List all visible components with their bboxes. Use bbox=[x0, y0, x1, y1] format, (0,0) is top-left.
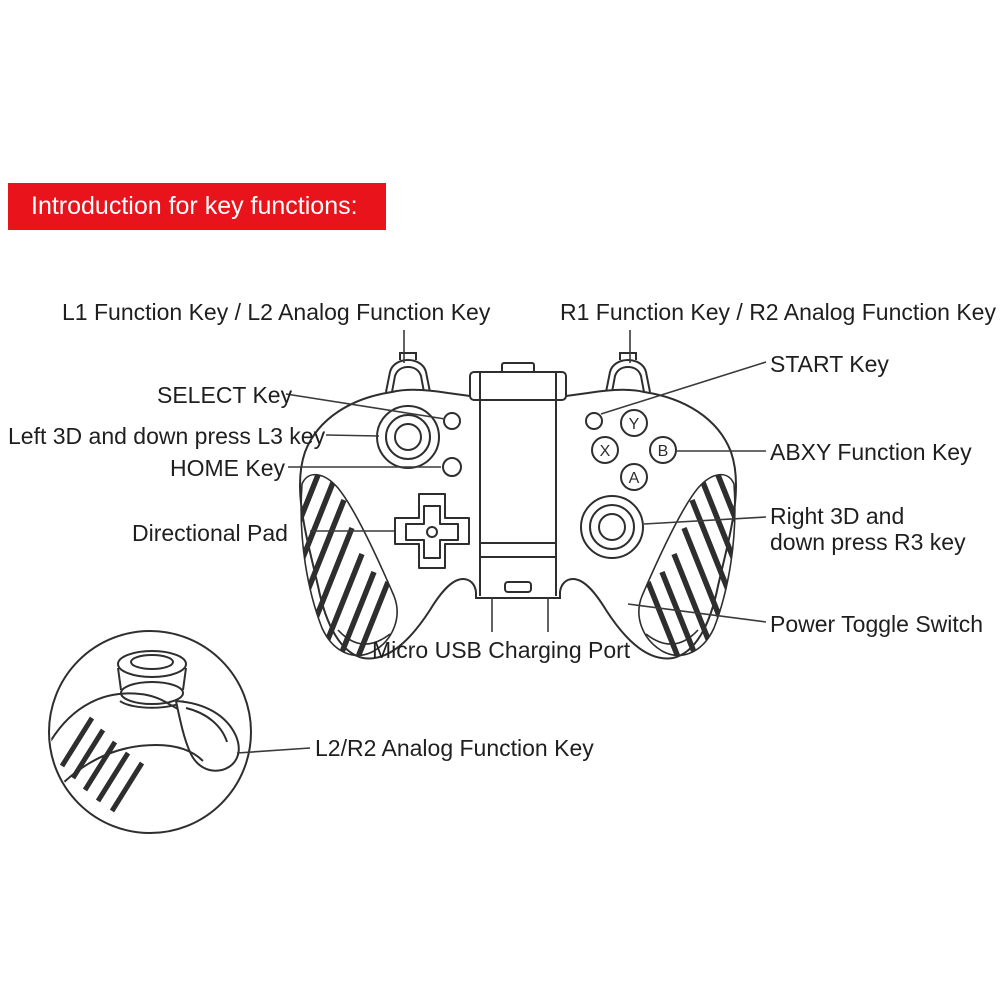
leader-right-3d bbox=[643, 516, 767, 525]
zoom-inset-art bbox=[51, 650, 240, 813]
label-power-switch: Power Toggle Switch bbox=[770, 611, 984, 637]
left-handle-seam bbox=[337, 629, 391, 645]
label-right-3d-r3: Right 3D and down press R3 key bbox=[770, 503, 966, 556]
leader-l2-r2 bbox=[236, 747, 311, 754]
label-start-key: START Key bbox=[770, 351, 889, 377]
left-stick-icon bbox=[376, 405, 440, 469]
a-button-icon bbox=[620, 463, 648, 491]
b-button-letter: B bbox=[658, 443, 669, 460]
right-handle-seam bbox=[645, 629, 699, 645]
inset-grip-texture bbox=[59, 716, 145, 813]
y-button-letter: Y bbox=[629, 416, 640, 433]
center-console bbox=[479, 400, 557, 596]
leader-power bbox=[627, 603, 767, 623]
a-button-letter: A bbox=[629, 470, 640, 487]
leader-lines bbox=[236, 330, 767, 754]
label-dpad: Directional Pad bbox=[132, 520, 288, 546]
leader-left-3d bbox=[325, 434, 380, 437]
label-l2-r2-key: L2/R2 Analog Function Key bbox=[315, 735, 594, 761]
phone-mount-bracket bbox=[469, 362, 567, 401]
label-right-3d-line2: down press R3 key bbox=[770, 529, 966, 556]
left-trigger-icon bbox=[385, 352, 431, 393]
controller-body bbox=[299, 388, 737, 660]
label-usb-port: Micro USB Charging Port bbox=[372, 637, 631, 663]
page-title: Introduction for key functions: bbox=[31, 192, 358, 220]
b-button-icon bbox=[649, 436, 677, 464]
label-r1-r2-key: R1 Function Key / R2 Analog Function Key bbox=[560, 299, 996, 325]
dpad-icon bbox=[394, 493, 470, 569]
leader-select bbox=[285, 393, 446, 420]
controller-art: Y X B A bbox=[299, 352, 737, 660]
right-stick-icon bbox=[580, 495, 644, 559]
leader-start bbox=[600, 361, 767, 415]
label-right-3d-line1: Right 3D and bbox=[770, 503, 905, 529]
x-button-letter: X bbox=[600, 443, 611, 460]
micro-usb-port bbox=[504, 581, 532, 593]
label-l1-l2-key: L1 Function Key / L2 Analog Function Key bbox=[62, 299, 491, 325]
select-button-icon bbox=[443, 412, 461, 430]
home-button-icon bbox=[442, 457, 462, 477]
right-grip-texture bbox=[638, 473, 736, 657]
label-abxy-key: ABXY Function Key bbox=[770, 439, 972, 465]
inset-trigger bbox=[174, 699, 240, 772]
label-select-key: SELECT Key bbox=[157, 382, 293, 408]
label-left-3d-l3: Left 3D and down press L3 key bbox=[8, 423, 326, 449]
zoom-inset-circle bbox=[48, 630, 252, 834]
x-button-icon bbox=[591, 436, 619, 464]
title-banner: Introduction for key functions: bbox=[8, 183, 386, 230]
abxy-buttons: Y X B A bbox=[591, 409, 677, 491]
label-home-key: HOME Key bbox=[170, 455, 286, 481]
start-button-icon bbox=[585, 412, 603, 430]
zoom-inset bbox=[48, 630, 252, 834]
left-grip-texture bbox=[300, 473, 398, 657]
right-trigger-icon bbox=[605, 352, 651, 393]
inset-stick-top bbox=[117, 650, 187, 678]
y-button-icon bbox=[620, 409, 648, 437]
